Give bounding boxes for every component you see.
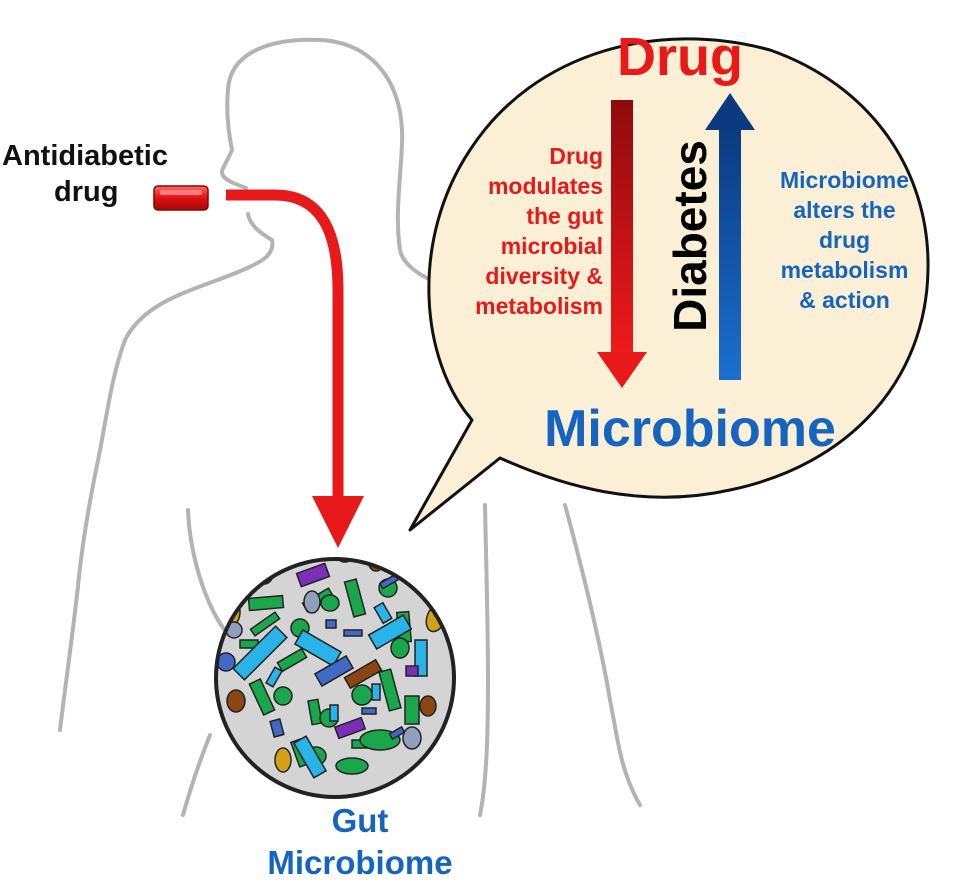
blue-up-arrow — [705, 93, 755, 380]
drug-effect-line: diversity & — [485, 263, 603, 289]
drug-effect-line: the gut — [526, 203, 603, 229]
gut-microbiome-label: Gut Microbiome — [260, 800, 460, 884]
drug-effect-line: microbial — [500, 233, 603, 259]
drug-effect-text: Drug modulates the gut microbial diversi… — [438, 141, 603, 321]
microbiome-title: Microbiome — [544, 400, 836, 458]
microbiome-effect-line: & action — [799, 287, 890, 313]
microbiome-effect-text: Microbiome alters the drug metabolism & … — [752, 165, 937, 315]
bacteria-icon — [214, 557, 456, 799]
microbiome-effect-line: alters the — [793, 197, 896, 223]
antidiabetic-line2: drug — [54, 176, 119, 208]
diabetes-label: Diabetes — [664, 140, 716, 332]
antidiabetic-line1: Antidiabetic — [2, 140, 168, 172]
pill-icon — [153, 185, 209, 211]
drug-effect-line: metabolism — [475, 293, 603, 319]
antidiabetic-drug-label: Antidiabetic drug — [2, 138, 232, 210]
drug-effect-line: Drug — [549, 143, 603, 169]
drug-effect-line: modulates — [487, 173, 603, 199]
microbiome-effect-line: drug — [818, 227, 871, 253]
gut-line2: Microbiome — [267, 844, 453, 881]
drug-title: Drug — [617, 27, 743, 87]
human-outline — [58, 37, 642, 817]
microbiome-effect-line: Microbiome — [779, 167, 910, 193]
gut-line1: Gut — [331, 802, 389, 839]
speech-bubble — [408, 37, 930, 532]
drug-path-arrow — [226, 189, 364, 548]
microbiome-effect-line: metabolism — [780, 257, 909, 283]
red-down-arrow — [597, 100, 647, 388]
